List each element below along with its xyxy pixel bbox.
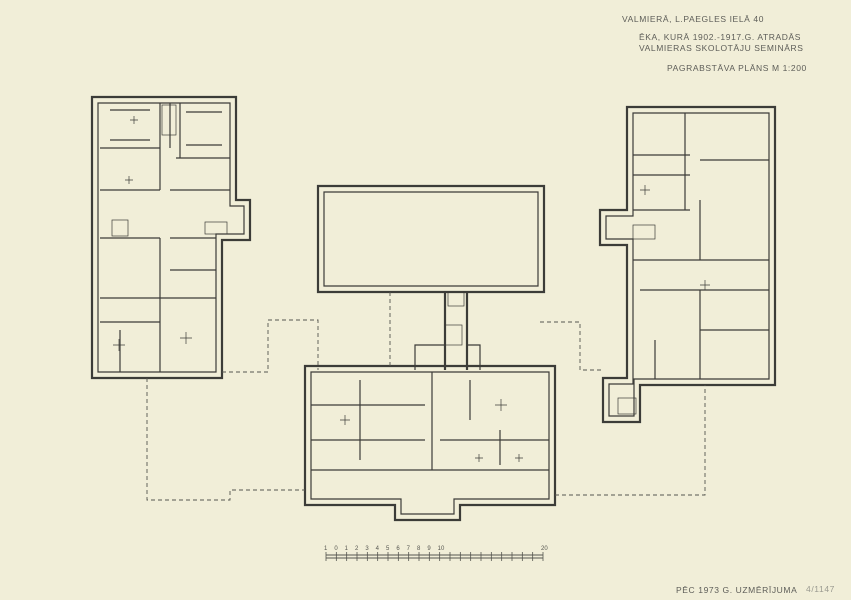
south-block-plan <box>303 364 557 522</box>
scale-label: 0 <box>334 546 338 552</box>
survey-note: PĒC 1973 G. UZMĒRĪJUMA <box>676 585 798 595</box>
scale-label: 3 <box>365 546 369 552</box>
scale-label: 10 <box>438 546 445 552</box>
scale-label: 2 <box>355 546 359 552</box>
address-text: VALMIERĀ, L.PAEGLES IELĀ 40 <box>622 14 765 24</box>
central-hall-plan <box>316 184 546 370</box>
building-description: ĒKA, KURĀ 1902.-1917.G. ATRADĀS <box>639 32 802 42</box>
plan-title: PAGRABSTĀVA PLĀNS M 1:200 <box>667 63 807 73</box>
scale-label: 5 <box>386 546 390 552</box>
scale-label: 20 <box>541 546 548 552</box>
institution-name: VALMIERAS SKOLOTĀJU SEMINĀRS <box>639 43 804 53</box>
scale-label: 4 <box>376 546 380 552</box>
right-wing-plan <box>598 105 777 424</box>
scale-label: 7 <box>407 546 411 552</box>
scale-label: 8 <box>417 546 421 552</box>
scale-label: 6 <box>396 546 400 552</box>
scale-label: 1 <box>324 546 328 552</box>
scale-label: 9 <box>427 546 431 552</box>
archive-number: 4/1147 <box>806 584 835 594</box>
left-wing-plan <box>90 95 252 380</box>
scale-label: 1 <box>345 546 349 552</box>
site-boundary-dashed <box>146 292 706 501</box>
